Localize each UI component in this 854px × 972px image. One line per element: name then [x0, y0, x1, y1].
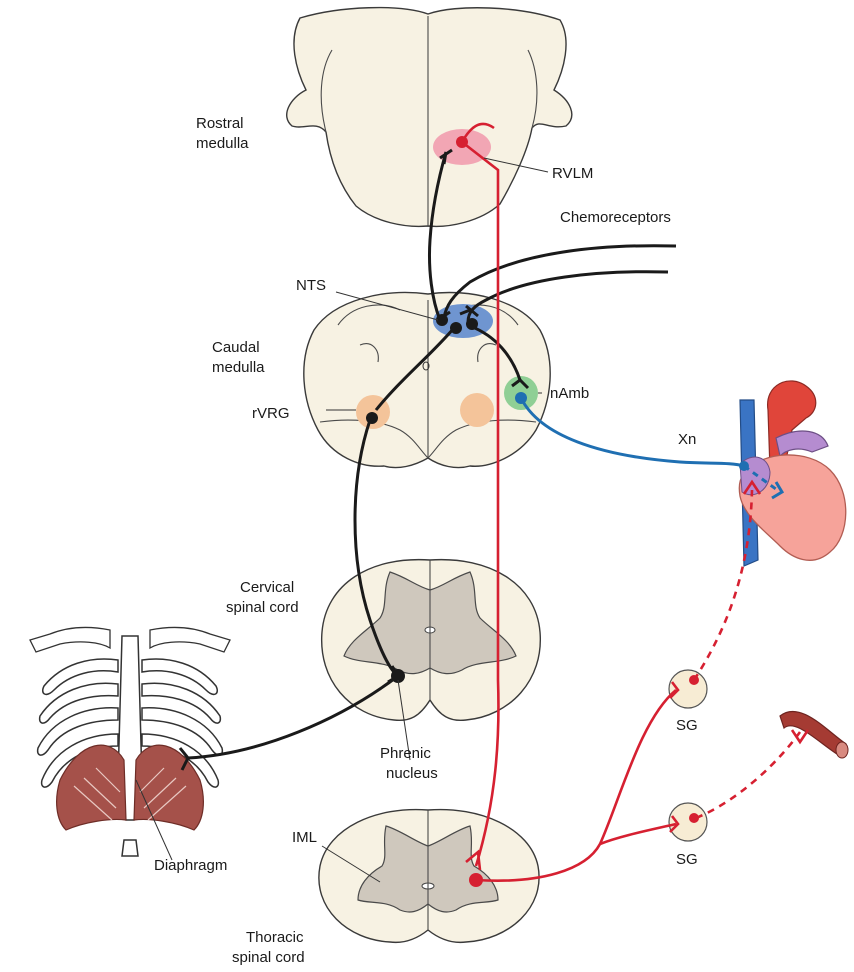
rostral-medulla-section — [286, 6, 573, 228]
label-rostral-medulla-line1: Rostral — [196, 115, 244, 132]
sg-to-heart-pathway — [692, 489, 754, 681]
nts-to-rvlm-pathway — [428, 151, 448, 321]
label-phrenic-line2: nucleus — [386, 765, 438, 782]
nts-neuron-3 — [466, 318, 478, 330]
label-sg-upper: SG — [676, 717, 698, 734]
label-cervical-line1: Cervical — [240, 579, 294, 596]
sg-lower-neuron — [689, 813, 699, 823]
label-namb: nAmb — [550, 385, 589, 402]
label-xn: Xn — [678, 431, 696, 448]
rvrg-neuron — [366, 412, 378, 424]
heart-vagal-neuron — [739, 461, 749, 471]
label-rostral-medulla-line2: medulla — [196, 135, 249, 152]
label-thoracic-line1: Thoracic — [246, 929, 304, 946]
label-thoracic-line2: spinal cord — [232, 949, 305, 966]
label-cervical-line2: spinal cord — [226, 599, 299, 616]
label-chemoreceptors: Chemoreceptors — [560, 209, 671, 226]
rvrg-contralateral-region — [460, 393, 494, 427]
phrenic-to-diaphragm-pathway — [187, 674, 399, 760]
label-rvlm: RVLM — [552, 165, 593, 182]
heart-illustration — [738, 380, 847, 567]
label-iml: IML — [292, 829, 317, 846]
sg-upper-neuron — [689, 675, 699, 685]
sg-upper-ganglion — [668, 669, 708, 709]
vagus-nerve-pathway — [519, 397, 745, 468]
nts-neuron-2 — [450, 322, 462, 334]
rvrg-to-phrenic-pathway — [353, 419, 400, 678]
nts-neuron-1 — [436, 314, 448, 326]
blood-vessel-illustration — [779, 710, 849, 759]
label-caudal-medulla-line2: medulla — [212, 359, 265, 376]
rvlm-neuron — [456, 136, 468, 148]
label-phrenic-line1: Phrenic — [380, 745, 431, 762]
iml-neuron — [469, 873, 483, 887]
ribcage-illustration — [29, 626, 231, 857]
phrenic-neuron — [391, 669, 405, 683]
nts-to-namb-pathway — [469, 324, 522, 381]
label-sg-lower: SG — [676, 851, 698, 868]
sg-lower-ganglion — [668, 802, 708, 842]
sg-to-vessel-pathway — [695, 731, 802, 820]
label-diaphragm: Diaphragm — [154, 857, 227, 874]
thoracic-spinal-cord-section — [318, 808, 540, 944]
vagus-cardiac-branch — [743, 464, 781, 494]
nts-to-rvrg-pathway — [374, 327, 456, 411]
label-caudal-medulla-line1: Caudal — [212, 339, 260, 356]
label-rvrg: rVRG — [252, 405, 290, 422]
namb-neuron — [515, 392, 527, 404]
label-nts: NTS — [296, 277, 326, 294]
cervical-spinal-cord-section — [321, 558, 541, 722]
